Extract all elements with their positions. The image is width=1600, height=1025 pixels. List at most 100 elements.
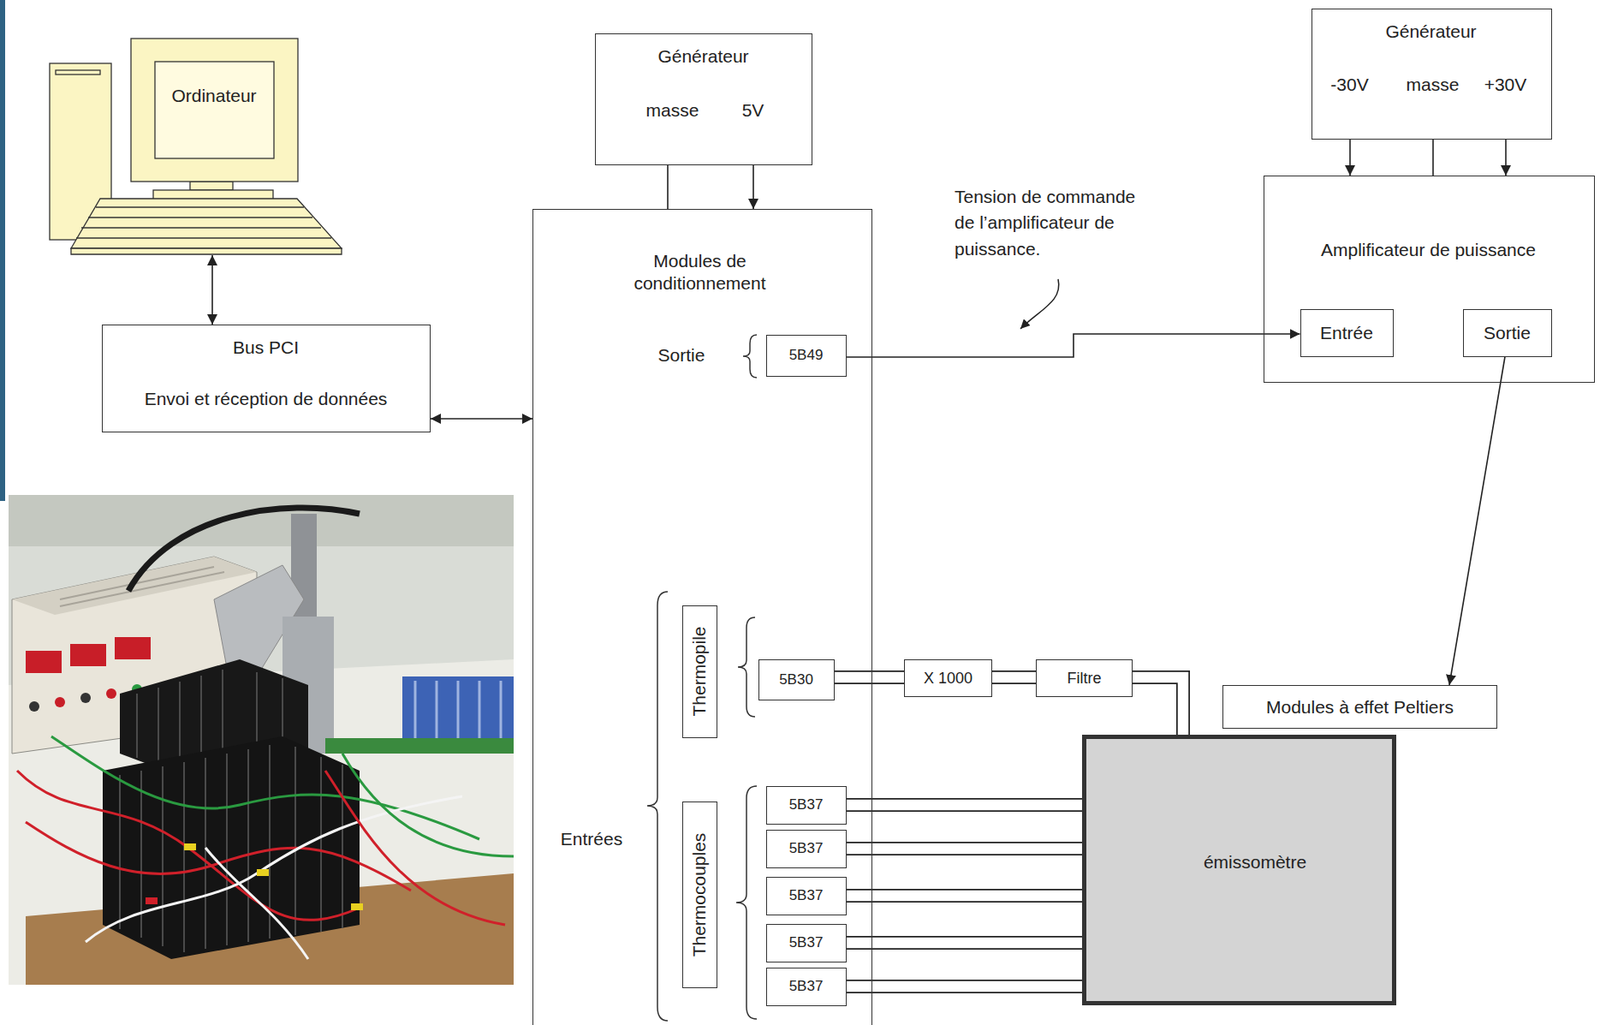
node-text: Envoi et réception de données — [144, 386, 388, 410]
lab-photo — [136, 693, 138, 758]
node-text: Générateur — [657, 44, 749, 67]
wire-line — [666, 165, 669, 209]
probe-outline — [846, 797, 1083, 812]
node-text: 5B49 — [789, 345, 824, 364]
lab-photo — [161, 766, 164, 946]
probe-connector — [846, 895, 1083, 897]
lab-photo — [478, 680, 482, 741]
computer-part — [81, 226, 322, 228]
lab-photo — [414, 680, 417, 741]
probe-connector — [846, 848, 1083, 850]
lab-photo — [70, 643, 107, 667]
lab-photo — [157, 687, 160, 767]
module-box: 5B37 — [766, 785, 847, 825]
lab-photo — [59, 566, 215, 600]
node-text: Filtre — [1067, 668, 1102, 689]
filter-box: Filtre — [1035, 659, 1133, 697]
lab-photo — [341, 764, 344, 928]
probe-inner — [846, 799, 1083, 811]
wire-line — [211, 255, 214, 325]
connector-label: Tension de commande de l’amplificateur d… — [954, 184, 1152, 262]
node-text: Modules de conditionnement — [606, 249, 795, 295]
node-text: Thermocouples — [688, 832, 711, 957]
lab-photo — [85, 796, 463, 942]
lab-photo — [184, 843, 197, 851]
lab-photo — [145, 897, 158, 905]
curly-bracket — [647, 591, 668, 1021]
lab-photo — [102, 736, 360, 959]
computer-illustration: Ordinateur — [48, 37, 343, 256]
lab-photo — [54, 696, 66, 708]
lab-photo — [457, 680, 460, 741]
wire-line — [846, 333, 1301, 357]
node-text: 5B30 — [779, 670, 814, 689]
wire-line — [430, 417, 533, 420]
node-text: Entrée — [1320, 321, 1374, 344]
node-text: Ordinateur — [171, 84, 256, 108]
module-box: 5B49 — [766, 334, 847, 377]
computer-part — [71, 248, 342, 255]
probe-connector — [846, 942, 1083, 944]
wire-connector — [846, 333, 1301, 357]
lab-photo — [128, 507, 360, 591]
node-text: Amplificateur de puissance — [1320, 237, 1536, 261]
node-text: Sortie — [1483, 321, 1531, 344]
group-box: Thermocouples — [682, 801, 718, 988]
lab-photo — [25, 650, 62, 673]
probe-inner — [834, 672, 905, 684]
generator-box: Générateur-30Vmasse+30V — [1311, 8, 1553, 140]
probe-connector — [846, 804, 1083, 806]
probe-inner — [992, 672, 1036, 684]
leader-line — [1020, 279, 1059, 329]
wire-line — [752, 165, 755, 209]
wire-line — [1504, 139, 1507, 176]
lab-photo — [183, 761, 185, 952]
lab-photo — [8, 494, 514, 985]
computer-part — [76, 237, 332, 238]
curly-bracket — [743, 334, 757, 378]
lab-photo — [320, 756, 322, 932]
node-text: Modules à effet Peltiers — [1266, 695, 1454, 718]
gain-box: X 1000 — [904, 659, 993, 697]
curly-bracket — [737, 617, 756, 717]
wire-connector — [1449, 356, 1505, 686]
side-label: Entrées — [560, 827, 623, 851]
node-text: +30V — [1484, 72, 1528, 96]
module-rack: 5B49Thermopile 5B30Thermocouples 5B37 5B37 5… — [532, 208, 873, 1025]
node-text: 5B37 — [789, 838, 824, 857]
probe-inner — [846, 981, 1083, 993]
module-box: 5B37 — [766, 876, 847, 916]
module-box: 5B30 — [758, 659, 835, 701]
node-text: -30V — [1330, 72, 1369, 96]
group-box: Thermopile — [682, 605, 718, 738]
slide-edge-strip — [0, 0, 6, 501]
probe-connector — [846, 986, 1083, 988]
generator-box: Générateurmasse5V — [594, 33, 813, 166]
computer-part — [95, 206, 304, 208]
node-text: Générateur — [1385, 19, 1476, 42]
lab-photo — [8, 494, 514, 985]
curly-bracket — [736, 785, 757, 1019]
lab-photo — [118, 774, 121, 929]
probe-connector — [992, 677, 1036, 679]
probe-inner — [846, 937, 1083, 949]
computer-part — [88, 216, 313, 218]
lab-photo — [114, 636, 151, 660]
curly-bracket — [647, 334, 757, 1021]
emissometer-box: émissomètre — [1082, 734, 1397, 1006]
node-text: 5V — [742, 98, 765, 121]
probe-outline — [834, 670, 905, 685]
probe-connector — [834, 677, 905, 679]
lab-photo — [8, 494, 514, 547]
lab-photo — [80, 692, 91, 703]
probe-outline — [846, 888, 1083, 903]
lab-photo — [350, 903, 363, 911]
lab-photo — [29, 701, 40, 712]
lab-photo — [25, 821, 411, 891]
bus-box: Bus PCIEnvoi et réception de données — [101, 324, 431, 433]
wire-connector — [667, 165, 669, 209]
module-box: 5B37 — [766, 967, 847, 1006]
probe-inner — [1132, 677, 1184, 735]
